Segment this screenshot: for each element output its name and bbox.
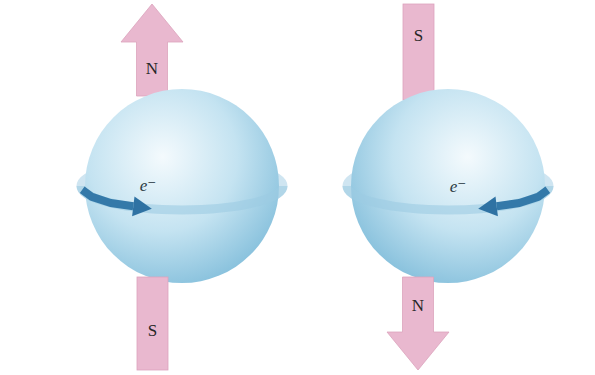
pole-arrow: N <box>387 277 449 370</box>
pole-shape <box>403 4 434 100</box>
sphere-outline <box>85 89 279 283</box>
pole-bar: S <box>403 4 434 100</box>
pole-shape <box>121 4 183 96</box>
pole-label: N <box>412 297 424 314</box>
pole-bar: S <box>137 277 168 370</box>
pole-label: N <box>146 60 158 77</box>
sphere-outline <box>351 89 545 283</box>
electron-label: e⁻ <box>450 178 467 195</box>
electron-label: e⁻ <box>140 177 157 194</box>
pole-label: S <box>148 322 157 339</box>
electron-sphere: e⁻ <box>351 89 545 283</box>
pole-shape <box>387 277 449 370</box>
electron-sphere: e⁻ <box>85 89 279 283</box>
pole-label: S <box>414 27 423 44</box>
pole-arrow: N <box>121 4 183 96</box>
